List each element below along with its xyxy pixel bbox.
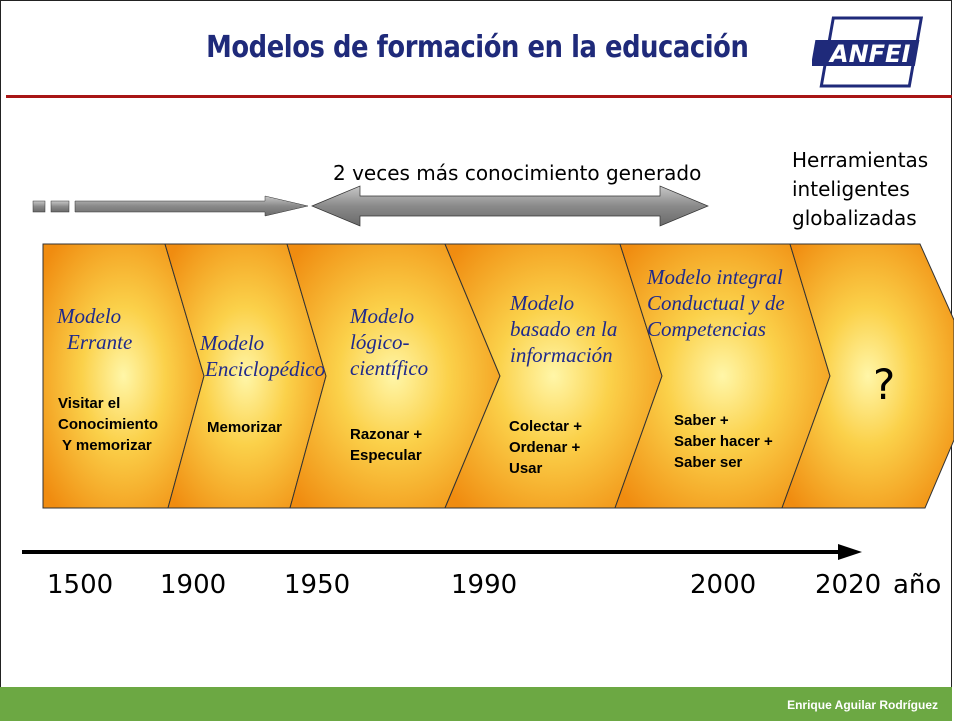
model-heading: Modelo lógico- científico: [350, 304, 429, 380]
footer-bar: Enrique Aguilar Rodríguez: [0, 687, 952, 721]
unknown-model-question-mark: ?: [873, 360, 896, 409]
model-heading: Modelo basado en la información: [510, 291, 618, 367]
double-arrow: [311, 185, 709, 227]
year-label: 1990: [451, 570, 518, 600]
arrow-caption: 2 veces más conocimiento generado: [333, 161, 702, 185]
model-description: Colectar + Ordenar + Usar: [509, 418, 582, 477]
axis-unit-label: año: [893, 570, 942, 600]
model-description: Razonar + Especular: [350, 426, 423, 464]
forward-arrow: [74, 195, 309, 217]
year-label: 1950: [284, 570, 351, 600]
timeline-arrowhead: [838, 544, 862, 560]
year-label: 2020: [815, 570, 882, 600]
slide-title: Modelos de formación en la educación: [205, 30, 749, 65]
header-rule: [6, 95, 952, 98]
year-label: 2000: [690, 570, 757, 600]
year-label: 1900: [160, 570, 227, 600]
logo-text: ANFEI: [828, 40, 910, 68]
year-label: 1500: [47, 570, 114, 600]
model-description: Saber + Saber hacer + Saber ser: [674, 412, 773, 471]
model-heading: Modelo Errante: [57, 304, 133, 354]
anfei-logo: ANFEI: [812, 16, 924, 88]
model-description: Memorizar: [207, 419, 283, 436]
footer-author: Enrique Aguilar Rodríguez: [787, 698, 938, 712]
dash-segment: [32, 200, 46, 213]
model-heading: Modelo Enciclopédico: [200, 331, 326, 381]
tools-caption: Herramientas inteligentes globalizadas: [792, 148, 929, 230]
dash-segment: [50, 200, 70, 213]
chevron-6: [781, 243, 954, 509]
model-heading: Modelo integral Conductual y de Competen…: [647, 265, 785, 341]
model-description: Visitar el Conocimiento Y memorizar: [58, 395, 158, 454]
